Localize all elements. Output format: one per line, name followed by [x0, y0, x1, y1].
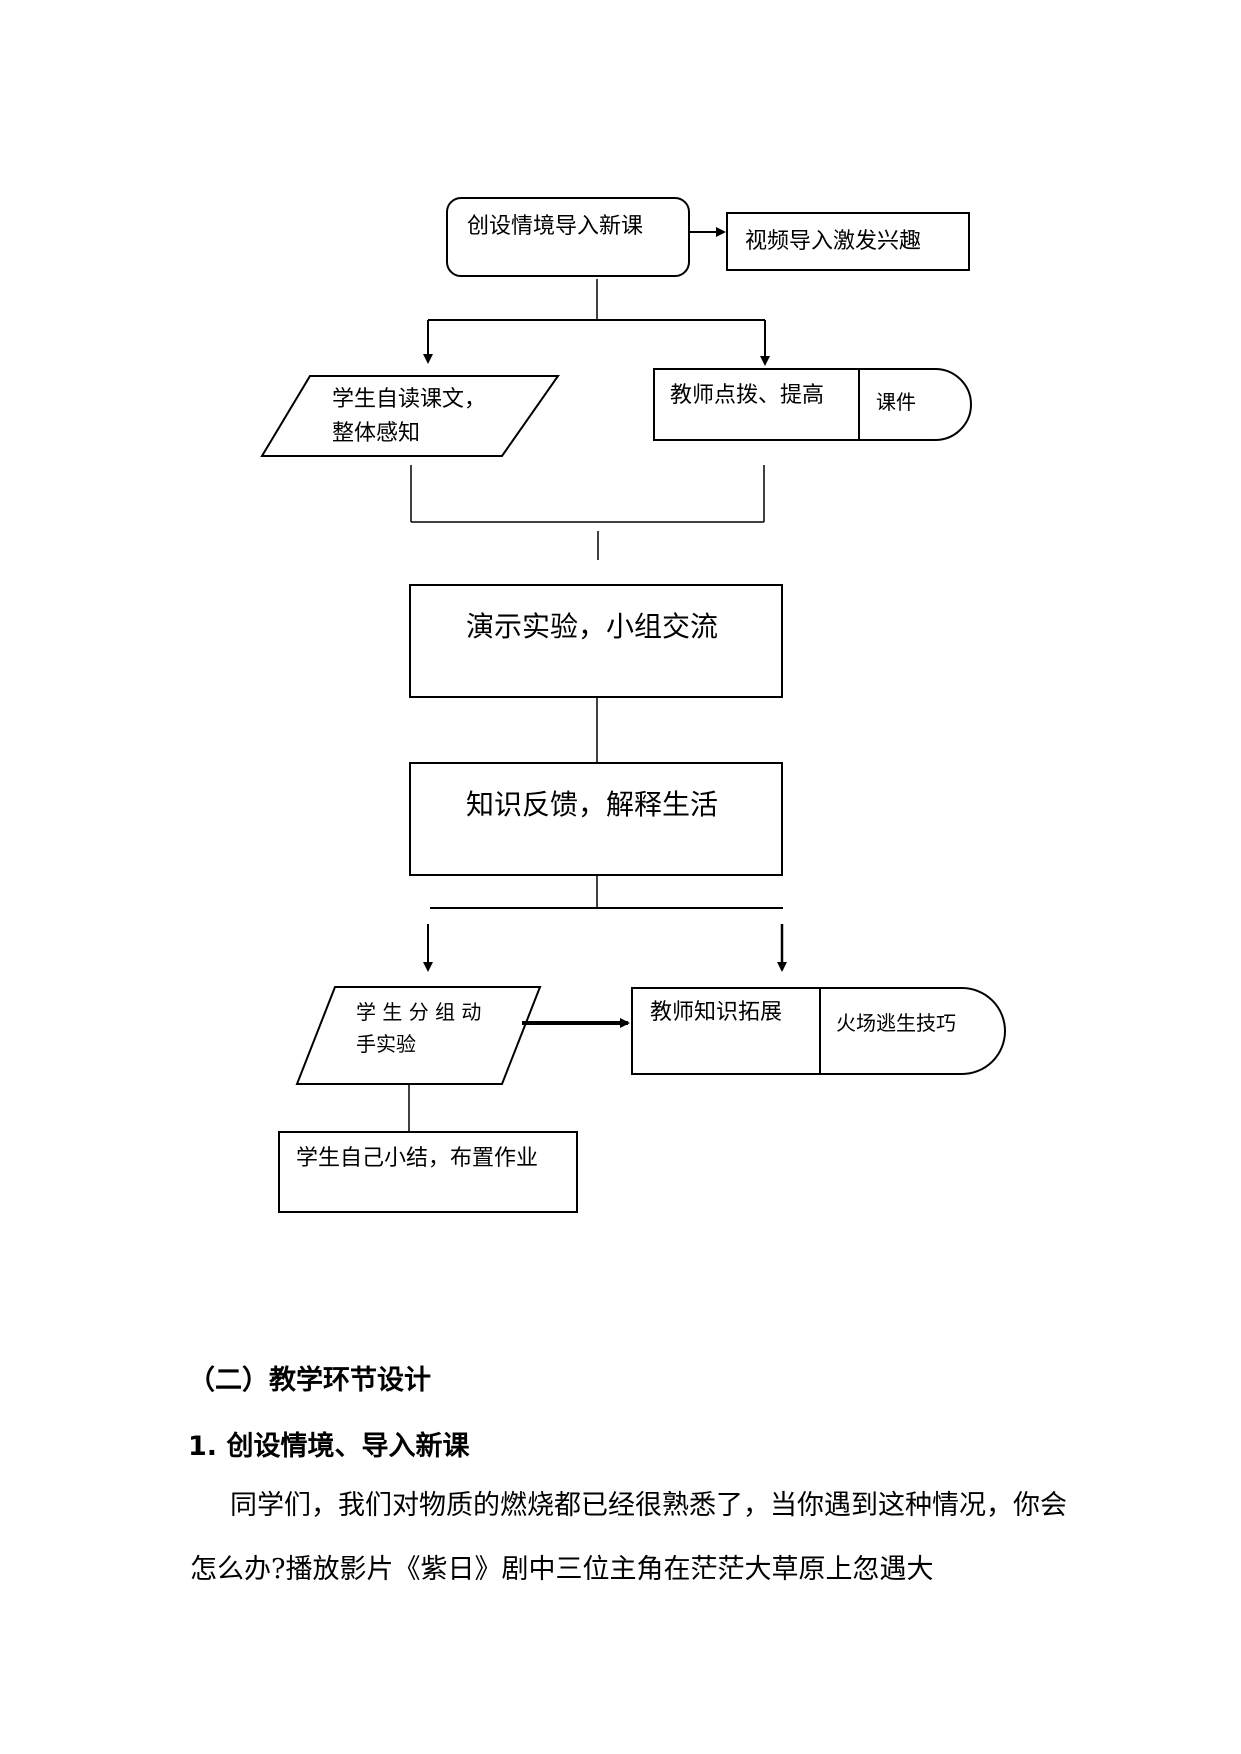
fire-escape-label: 火场逃生技巧: [836, 1011, 956, 1035]
teacher-extend-label: 教师知识拓展: [650, 1000, 782, 1025]
teacher-extend-node: 教师知识拓展: [631, 987, 821, 1075]
student-read-line1: 学生自读课文，: [332, 387, 486, 412]
group-exp-line2: 手实验: [356, 1032, 416, 1056]
group-exp-line1: 学 生 分 组 动: [356, 1000, 481, 1024]
demo-label: 演示实验，小组交流: [466, 610, 718, 643]
fire-escape-node: 火场逃生技巧: [820, 987, 1006, 1075]
section-heading: （二）教学环节设计: [188, 1365, 431, 1396]
student-read-node: 学生自读课文， 整体感知: [260, 375, 560, 457]
intro-node: 创设情境导入新课: [446, 197, 690, 277]
student-read-line2: 整体感知: [332, 421, 420, 446]
group-exp-node: 学 生 分 组 动 手实验: [295, 986, 542, 1085]
teacher-guide-label: 教师点拨、提高: [670, 383, 824, 408]
summary-node: 学生自己小结，布置作业: [278, 1131, 578, 1213]
feedback-label: 知识反馈，解释生活: [466, 788, 718, 821]
courseware-label: 课件: [876, 390, 916, 414]
body-paragraph: 同学们，我们对物质的燃烧都已经很熟悉了，当你遇到这种情况，你会怎么办?播放影片《…: [190, 1490, 1067, 1585]
courseware-node: 课件: [859, 368, 972, 441]
video-node: 视频导入激发兴趣: [726, 212, 970, 271]
teacher-guide-node: 教师点拨、提高: [653, 368, 860, 441]
section-subheading: 1. 创设情境、导入新课: [188, 1431, 470, 1462]
demo-node: 演示实验，小组交流: [409, 584, 783, 698]
feedback-node: 知识反馈，解释生活: [409, 762, 783, 876]
summary-label: 学生自己小结，布置作业: [296, 1146, 538, 1171]
intro-label: 创设情境导入新课: [467, 214, 643, 239]
video-label: 视频导入激发兴趣: [745, 229, 921, 254]
